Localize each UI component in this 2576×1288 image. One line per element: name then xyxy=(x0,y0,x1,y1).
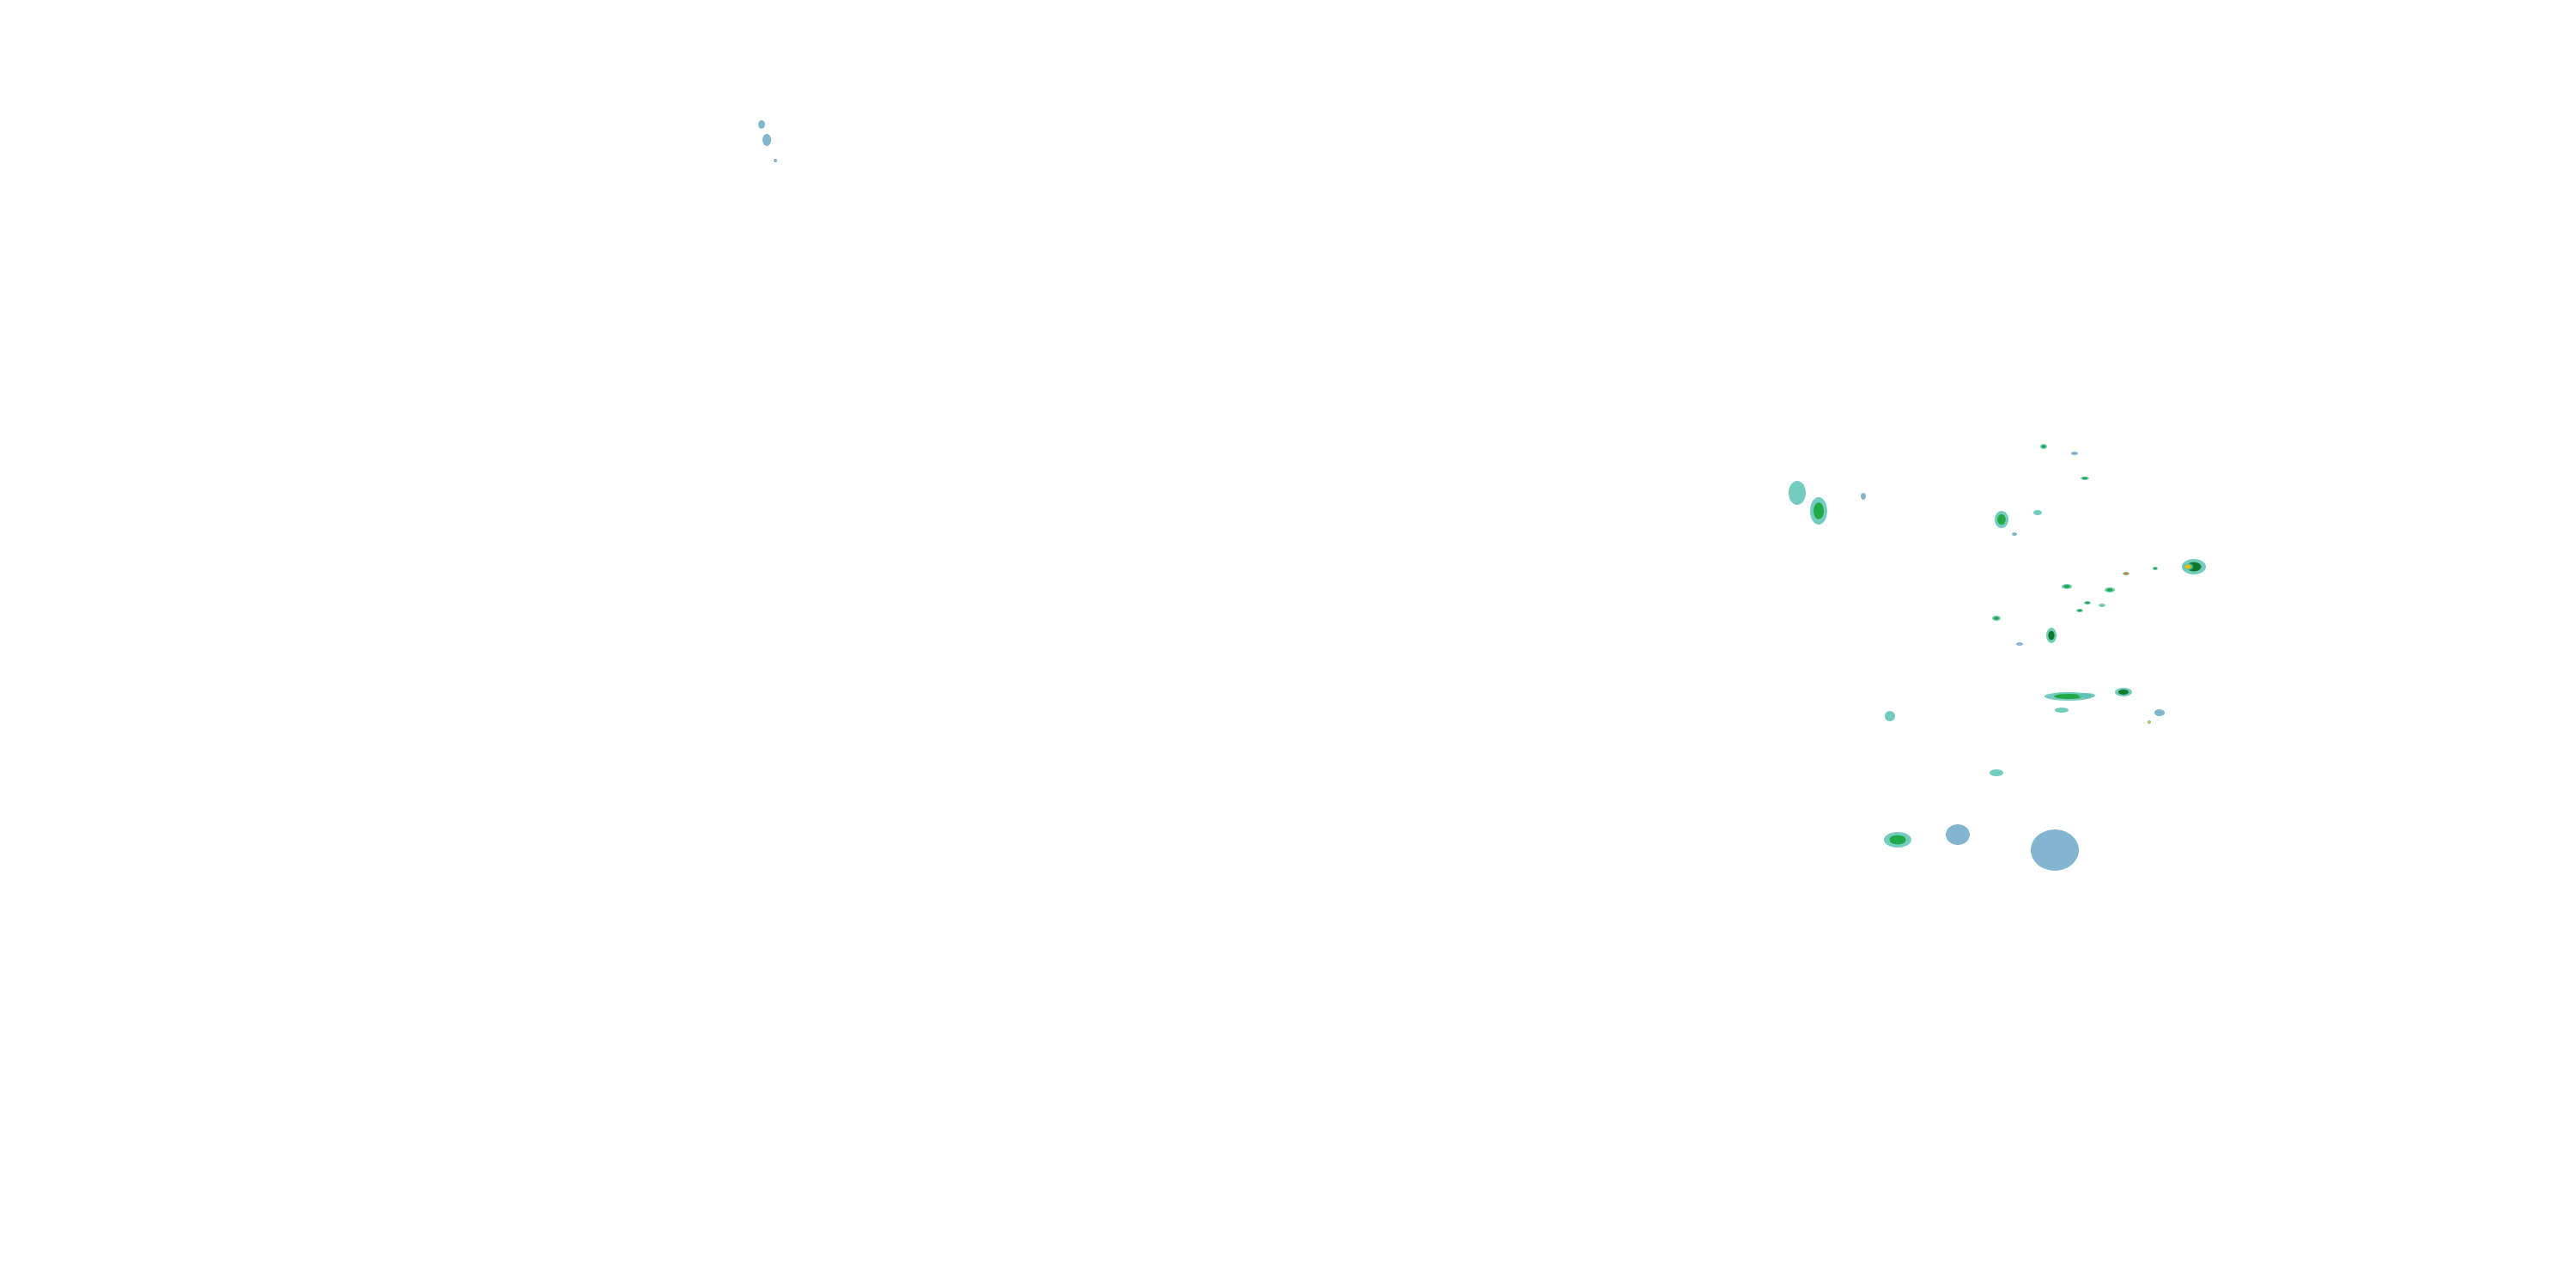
radar-echo-moderate xyxy=(2044,692,2093,701)
radar-echo-light xyxy=(1885,711,1895,721)
radar-echo-moderate xyxy=(2084,601,2091,605)
radar-echo-very_light xyxy=(2012,532,2017,536)
radar-echo-very_light xyxy=(1861,493,1866,500)
radar-echo-moderate xyxy=(2081,477,2089,480)
radar-echo-very_light xyxy=(2016,642,2023,646)
radar-echo-very_light xyxy=(1946,824,1970,845)
radar-echo-very_heavy xyxy=(2148,720,2151,724)
precipitation-cells xyxy=(758,120,2206,871)
radar-echo-very_light xyxy=(758,120,765,129)
radar-echo-light xyxy=(2078,693,2095,698)
radar-echo-moderate xyxy=(1810,497,1827,525)
radar-echo-very_light xyxy=(774,159,777,162)
radar-echo-moderate xyxy=(1995,511,2008,528)
radar-echo-very_light xyxy=(2154,709,2165,716)
radar-echo-moderate xyxy=(2062,584,2072,589)
radar-echo-very_light xyxy=(2031,829,2079,871)
radar-echo-heavy xyxy=(2115,688,2132,696)
radar-echo-moderate xyxy=(2105,587,2115,592)
radar-echo-very_light xyxy=(762,134,771,146)
radar-echo-light xyxy=(2099,604,2105,607)
radar-echo-moderate xyxy=(1884,832,1911,848)
radar-echo-very_heavy xyxy=(2183,563,2193,570)
radar-echo-light xyxy=(1789,481,1806,505)
radar-echo-moderate xyxy=(2076,609,2083,612)
radar-echo-moderate xyxy=(1992,616,2001,621)
radar-echo-intense xyxy=(2123,572,2129,575)
radar-echo-moderate xyxy=(2153,567,2158,570)
radar-echo-light xyxy=(2033,510,2042,515)
radar-echo-very_light xyxy=(2071,452,2078,455)
radar-echo-light xyxy=(2055,708,2069,713)
radar-echo-moderate xyxy=(2040,444,2047,449)
radar-echo-heavy xyxy=(2046,628,2057,643)
radar-echo-light xyxy=(1990,769,2003,776)
